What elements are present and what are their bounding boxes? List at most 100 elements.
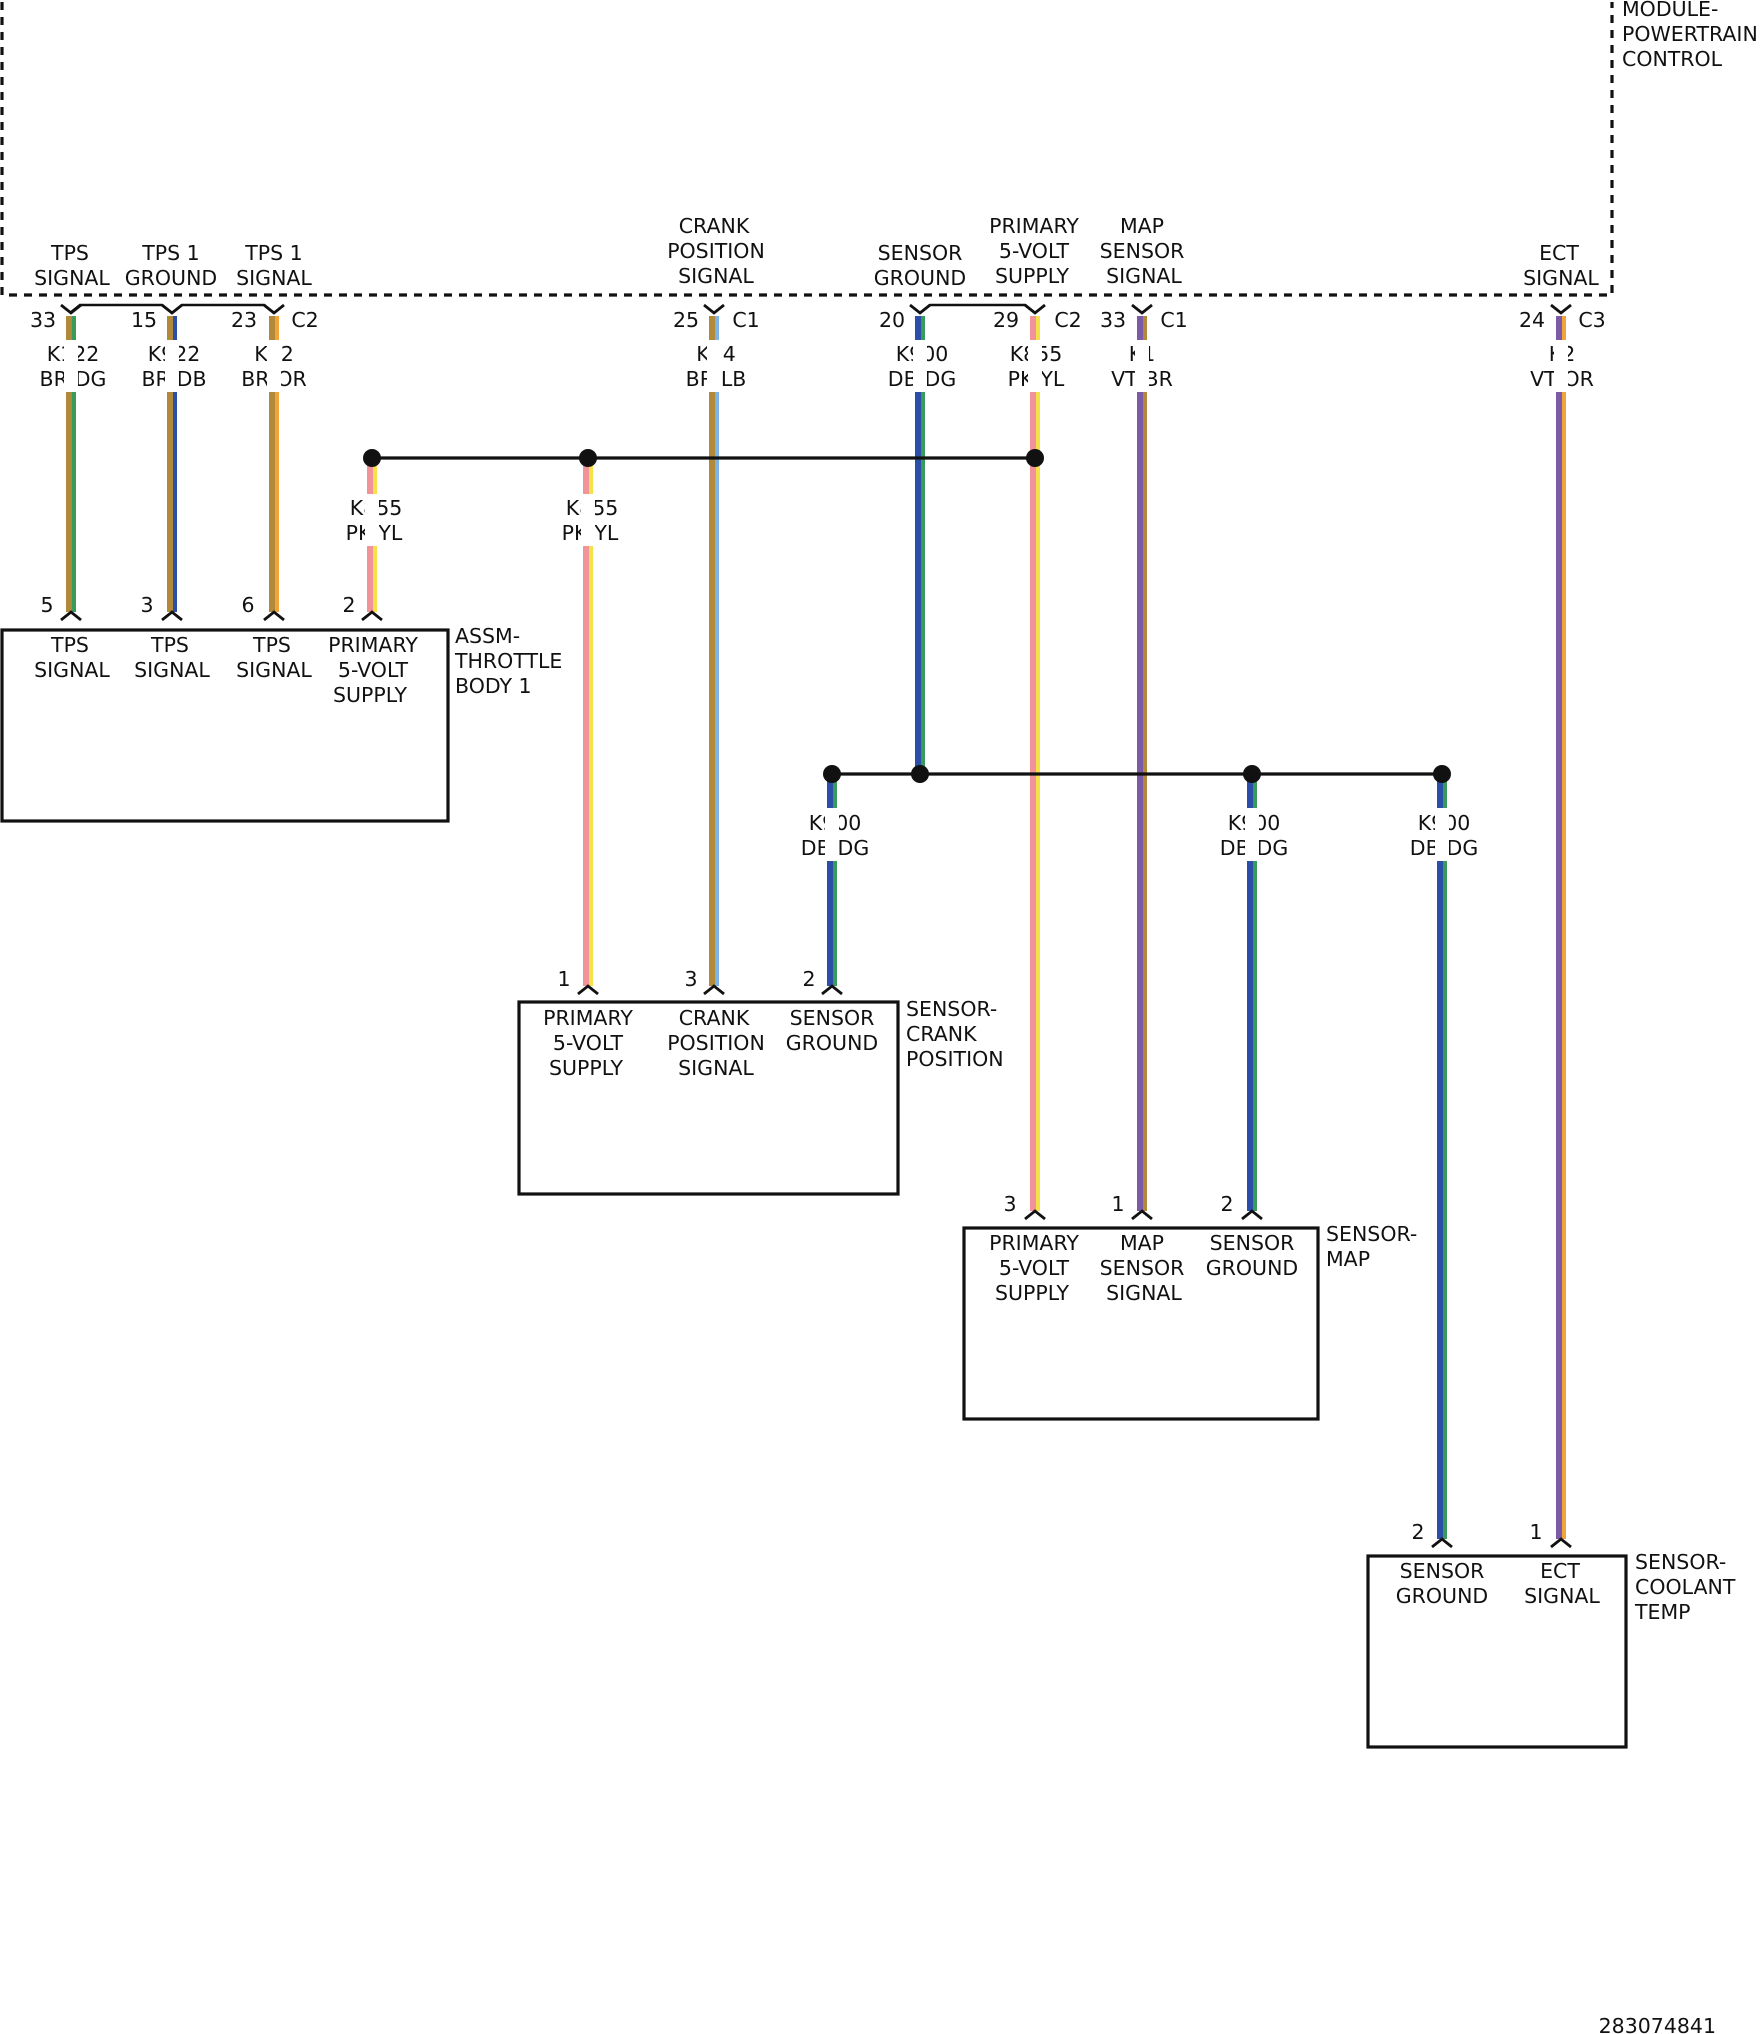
connector-label: C2 <box>291 308 318 332</box>
map-sensor-box <box>962 1226 1320 1421</box>
wire-k24 <box>709 316 719 986</box>
pcm-label-tps1-signal: TPS 1 <box>244 241 302 265</box>
terminal-label: SUPPLY <box>549 1056 623 1080</box>
pcm-label-map-signal: SENSOR <box>1100 239 1185 263</box>
terminal-label: SUPPLY <box>333 683 407 707</box>
svg-text:THROTTLE: THROTTLE <box>454 649 562 673</box>
terminal-label: SIGNAL <box>1106 1281 1182 1305</box>
wire-base-color <box>1137 316 1147 1211</box>
splice-dot <box>363 449 381 467</box>
pcm-label-ect-signal: ECT <box>1539 241 1579 265</box>
label-gap <box>1245 808 1259 861</box>
terminal-pin-number: 3 <box>1003 1192 1016 1216</box>
wire-k22 <box>269 316 279 612</box>
svg-text:COOLANT: COOLANT <box>1635 1575 1736 1599</box>
pcm-label-crank-signal: POSITION <box>667 239 765 263</box>
terminal-label: TPS <box>252 633 291 657</box>
wire-base-color <box>915 316 925 774</box>
terminal-label: SUPPLY <box>995 1281 1069 1305</box>
wire-k122 <box>66 316 76 612</box>
pcm-label-map-signal: SIGNAL <box>1106 264 1182 288</box>
wire-stripe-color <box>1443 774 1447 1539</box>
wire-k900_branch_crank <box>827 774 837 986</box>
pcm-pin-number: 20 <box>879 308 905 332</box>
terminal-label: MAP <box>1120 1231 1164 1255</box>
label-gap <box>581 494 595 546</box>
terminal-chevron <box>1241 1209 1263 1221</box>
terminal-pin-number: 5 <box>40 593 53 617</box>
wire-stripe-color <box>833 774 837 986</box>
terminal-label: SENSOR <box>1210 1231 1295 1255</box>
terminal-label: SENSOR <box>1400 1559 1485 1583</box>
pcm-label-primary-5v: SUPPLY <box>995 264 1069 288</box>
terminal-chevron <box>1024 303 1046 315</box>
wire-base-color <box>1437 774 1447 1539</box>
wire-base-color <box>167 316 177 612</box>
pcm-label-tps1-ground: GROUND <box>125 266 217 290</box>
label-gap <box>365 494 379 546</box>
pcm-pin-number: 33 <box>30 308 56 332</box>
terminal-pin-number: 2 <box>342 593 355 617</box>
pcm-title-line-3: CONTROL <box>1622 47 1723 71</box>
terminal-chevron <box>263 303 285 315</box>
label-gap <box>1028 340 1042 392</box>
splice-dot <box>579 449 597 467</box>
label-gap <box>707 340 721 392</box>
terminal-pin-number: 1 <box>1111 1192 1124 1216</box>
terminal-chevron <box>577 984 599 996</box>
connector-label: C1 <box>732 308 759 332</box>
figure-id: 283074841 <box>1599 2014 1716 2034</box>
terminal-label: PRIMARY <box>328 633 418 657</box>
label-gap <box>1554 340 1568 392</box>
wire-k1 <box>1137 316 1147 1211</box>
pcm-pin-number: 25 <box>673 308 699 332</box>
svg-text:MAP: MAP <box>1326 1247 1370 1271</box>
terminal-label: PRIMARY <box>543 1006 633 1030</box>
wire-base-color <box>1556 316 1566 1539</box>
terminal-label: TPS <box>50 633 89 657</box>
wire-stripe-color <box>72 316 76 612</box>
wire-stripe-color <box>1562 316 1566 1539</box>
wire-stripe-color <box>589 458 593 986</box>
wire-stripe-color <box>1143 316 1147 1211</box>
terminal-pin-number: 6 <box>241 593 254 617</box>
connector-label: C1 <box>1160 308 1187 332</box>
pcm-title-line-2: POWERTRAIN <box>1622 22 1758 46</box>
svg-text:SENSOR-: SENSOR- <box>1635 1550 1726 1574</box>
terminal-label: ECT <box>1540 1559 1580 1583</box>
terminal-label: CRANK <box>679 1006 750 1030</box>
pcm-label-tps1-ground: TPS 1 <box>141 241 199 265</box>
crank-sensor-box <box>517 1000 900 1196</box>
pcm-label-sensor-ground: GROUND <box>874 266 966 290</box>
terminal-pin-number: 3 <box>684 967 697 991</box>
terminal-pin-number: 2 <box>802 967 815 991</box>
terminal-label: TPS <box>150 633 189 657</box>
pcm-pin-number: 33 <box>1100 308 1126 332</box>
terminal-label: 5-VOLT <box>553 1031 624 1055</box>
terminal-chevron <box>1131 303 1153 315</box>
terminal-chevron <box>161 610 183 622</box>
wire-stripe-color <box>1036 316 1040 1211</box>
wire-base-color <box>583 458 593 986</box>
wire-k855_branch_crank <box>583 458 593 986</box>
terminal-label: SIGNAL <box>134 658 210 682</box>
throttle-body-title: ASSM- THROTTLE BODY 1 <box>454 624 562 698</box>
wire-stripe-color <box>921 316 925 774</box>
crank-sensor-title: SENSOR- CRANK POSITION <box>906 997 1004 1071</box>
terminal-chevron <box>909 303 931 315</box>
wire-k2 <box>1556 316 1566 1539</box>
splice-dot <box>1243 765 1261 783</box>
terminal-pin-number: 2 <box>1220 1192 1233 1216</box>
terminal-chevron <box>1131 1209 1153 1221</box>
pcm-label-crank-signal: CRANK <box>679 214 750 238</box>
wire-k922 <box>167 316 177 612</box>
label-gap <box>1135 340 1149 392</box>
pcm-pin-number: 15 <box>131 308 157 332</box>
terminal-label: GROUND <box>786 1031 878 1055</box>
wire-base-color <box>66 316 76 612</box>
svg-text:ASSM-: ASSM- <box>455 624 520 648</box>
terminal-pin-number: 2 <box>1411 1520 1424 1544</box>
pcm-label-primary-5v: PRIMARY <box>989 214 1079 238</box>
svg-text:CRANK: CRANK <box>906 1022 977 1046</box>
